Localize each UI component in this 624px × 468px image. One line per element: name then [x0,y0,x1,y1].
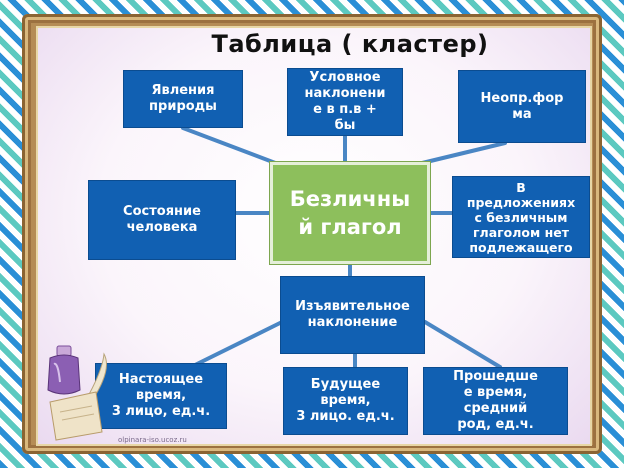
box-future-tense: Будущее время, 3 лицо. ед.ч. [283,367,408,435]
box-conditional-mood: Условное наклонени е в п.в + бы [287,68,403,136]
link-phenomena [181,126,280,166]
link-present [193,320,284,367]
box-indicative-mood: Изъявительное наклонение [280,276,425,354]
slide-title: Таблица ( кластер) [211,30,489,58]
box-nature-phenomena: Явления природы [123,70,243,128]
link-infinitive [416,141,507,166]
quill-scroll-icon [49,352,107,441]
ink-bottle-icon [47,345,81,395]
source-watermark: olpinara-iso.ucoz.ru [118,436,187,444]
center-node-impersonal-verb: Безличны й глагол [270,162,430,264]
box-no-subject: В предложениях с безличным глаголом нет … [452,176,590,258]
box-person-state: Состояние человека [88,180,236,260]
box-past-tense: Прошедше е время, средний род, ед.ч. [423,367,568,435]
link-past [423,320,502,369]
box-present-tense: Настоящее время, 3 лицо, ед.ч. [95,363,227,429]
box-infinitive: Неопр.фор ма [458,70,586,143]
